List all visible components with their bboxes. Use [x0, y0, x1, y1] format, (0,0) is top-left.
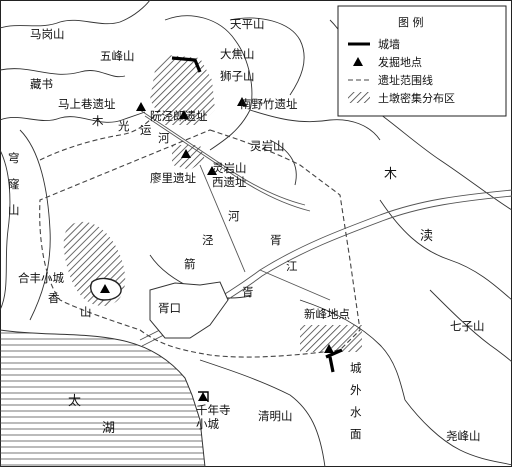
label-xinfeng: 新峰地点: [304, 307, 350, 321]
site-marker-lingyanxi: [207, 166, 217, 175]
label-xu-2: 胥: [242, 285, 254, 299]
label-liaoli: 廖里遗址: [150, 171, 196, 185]
city-walls: [171, 56, 343, 402]
site-marker-hefeng: [100, 284, 110, 293]
label-shizishan: 狮子山: [220, 69, 255, 83]
label-qionglong-3: 山: [8, 203, 20, 217]
label-muguang-4: 河: [158, 131, 170, 145]
label-qionglong-2: 窿: [8, 177, 20, 191]
mound-area-xinfeng: [300, 325, 362, 352]
label-lingyanxi-2: 西遗址: [212, 175, 247, 189]
label-river-1: 河: [228, 209, 240, 223]
label-tianpingshan: 天平山: [230, 17, 265, 31]
label-chengwai-4: 面: [350, 427, 362, 441]
label-muguang-2: 光: [118, 119, 130, 133]
legend-boundary-label: 遗址范围线: [378, 73, 433, 87]
label-xujiang-1: 胥: [270, 233, 282, 247]
label-qianniansi-1: 千年寺: [196, 403, 231, 417]
label-dajiaoshan: 大焦山: [220, 47, 255, 61]
label-mashangxiang: 马上巷遗址: [58, 97, 116, 111]
label-xiang: 香: [48, 291, 60, 305]
site-marker-mashangxiang: [136, 102, 146, 111]
label-cangshu: 藏书: [30, 77, 53, 91]
label-yaofengshan: 尧峰山: [446, 429, 481, 443]
label-qizishan: 七子山: [450, 319, 485, 333]
legend-site-label: 发掘地点: [378, 55, 422, 69]
label-lingyanxi-1: 灵岩山: [212, 161, 247, 175]
label-shan: 山: [80, 305, 92, 319]
legend-title: 图 例: [398, 15, 424, 29]
legend-mound-label: 土墩密集分布区: [378, 91, 455, 105]
label-tai: 太: [68, 394, 81, 409]
label-qingmingshan: 清明山: [258, 409, 293, 423]
site-marker-xinfeng: [324, 344, 334, 353]
label-magangshan: 马岗山: [30, 27, 65, 41]
label-lingyanshan: 灵岩山: [250, 139, 285, 153]
excavation-sites: [100, 97, 334, 401]
label-du: 渎: [420, 229, 433, 244]
legend-site-swatch: [353, 57, 363, 66]
taihu-lake: [0, 329, 206, 467]
site-marker-liaoli: [181, 149, 191, 158]
legend: 图 例 城墙 发掘地点 遗址范围线 土墩密集分布区: [337, 5, 507, 117]
label-jingxu-1: 泾: [202, 233, 214, 247]
place-labels: 马岗山 五峰山 天平山 大焦山 狮子山 藏书 马上巷遗址 阮泾郎遗址 南野竹遗址…: [8, 17, 485, 443]
label-chengwai-3: 水: [350, 405, 362, 419]
label-nanyezhu: 南野竹遗址: [240, 97, 298, 111]
label-muguang-3: 运: [140, 123, 152, 137]
label-hefeng: 合丰小城: [18, 271, 64, 285]
label-muguang-1: 木: [92, 114, 104, 128]
label-ruanjinglang: 阮泾郎遗址: [150, 109, 208, 123]
xukou-town: [149, 281, 229, 339]
site-marker-ruanjinglang: [179, 110, 189, 119]
label-xukou: 胥口: [158, 301, 181, 315]
label-xujiang-2: 江: [286, 259, 298, 273]
legend-mound-swatch: [348, 92, 370, 103]
label-wufengshan: 五峰山: [100, 49, 135, 63]
label-chengwai-1: 城: [350, 361, 362, 375]
label-chengwai-2: 外: [350, 383, 362, 397]
site-marker-nanyezhu: [237, 97, 247, 106]
label-jingxu-2: 箭: [184, 257, 196, 271]
site-marker-qianniansi: [198, 392, 208, 401]
label-hu: 湖: [102, 421, 115, 436]
label-qionglong-1: 穹: [8, 151, 20, 165]
site-boundary-line: [39, 109, 361, 358]
legend-wall-label: 城墙: [378, 37, 400, 51]
label-qianniansi-2: 小城: [196, 417, 219, 431]
label-mu: 木: [384, 167, 397, 182]
